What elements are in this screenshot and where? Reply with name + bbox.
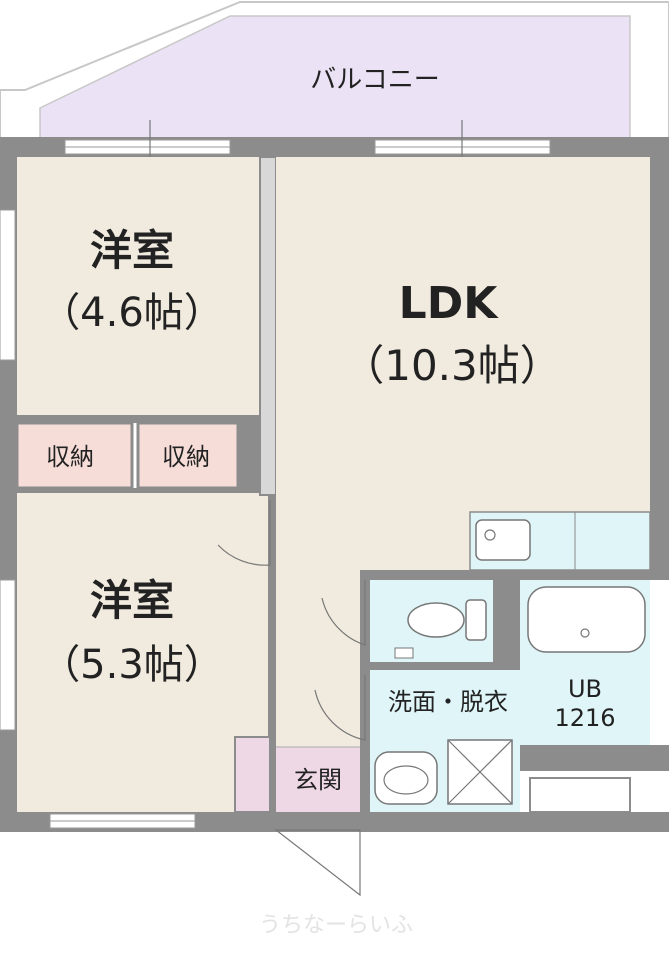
ldk-name: LDK <box>399 278 500 329</box>
western-room-2-size: （5.3帖） <box>40 642 224 688</box>
interior-wall <box>17 415 257 423</box>
washbasin-icon <box>374 751 438 805</box>
toilet-bowl-icon <box>407 602 465 638</box>
storage-divider-wall <box>238 415 260 490</box>
kitchen-counter <box>469 511 651 571</box>
kitchen-sink-icon <box>475 519 531 561</box>
balcony-label: バルコニー <box>310 65 439 95</box>
bathtub-icon <box>527 586 646 653</box>
balcony: バルコニー <box>0 1 669 141</box>
western-room-2-name: 洋室 <box>90 576 174 625</box>
paper-holder-icon <box>394 647 414 659</box>
western-room-1: 洋室 （4.6帖） <box>17 157 260 415</box>
western-room-2: 洋室 （5.3帖） <box>17 488 270 812</box>
door-swings <box>217 500 366 741</box>
storage-right: 収納 <box>136 421 240 490</box>
center-wall <box>259 156 277 496</box>
unit-bath: UB 1216 <box>520 580 669 771</box>
washroom-label: 洗面・脱衣 <box>388 688 508 716</box>
entrance-label: 玄関 <box>294 766 342 794</box>
entrance: 玄関 <box>234 736 360 813</box>
bottom-window <box>49 813 196 829</box>
left-windows <box>0 209 16 731</box>
toilet-room <box>370 580 520 670</box>
storage-left: 収納 <box>15 421 134 490</box>
top-windows <box>64 120 551 165</box>
unit-bath-line1: UB <box>568 675 602 703</box>
western-room-1-size: （4.6帖） <box>40 290 224 336</box>
toilet-tank-icon <box>465 599 487 641</box>
meter-box <box>529 777 631 813</box>
storage-right-label: 収納 <box>162 443 210 471</box>
entry-door-icon <box>274 829 361 897</box>
center-wall-lower <box>268 495 276 815</box>
washroom: 洗面・脱衣 <box>370 670 520 812</box>
storage-left-label: 収納 <box>46 443 94 471</box>
ldk-size: （10.3帖） <box>342 341 562 390</box>
unit-bath-line2: 1216 <box>554 704 615 732</box>
western-room-1-name: 洋室 <box>90 226 174 275</box>
wet-area-wall-top <box>360 570 669 580</box>
watermark: うちなーらいふ <box>259 913 413 938</box>
